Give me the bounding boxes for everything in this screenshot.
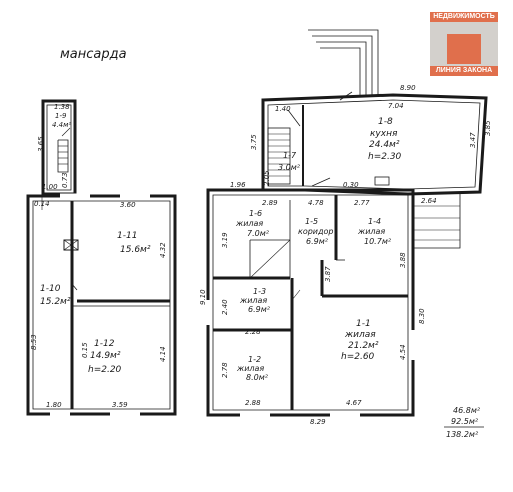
dim-label: 9.10 [199,289,207,305]
watermark-emblem-icon [447,34,481,64]
dim-label: 1.96 [230,181,246,189]
room-area: 6.9м² [306,237,328,246]
room-number: 1-2 [248,355,262,364]
dim-label: 2.64 [421,197,437,205]
room-height: h=2.30 [368,152,402,162]
room-number: 1-9 [55,112,67,120]
room-area: 15.2м² [40,297,71,307]
room-height: h=2.20 [88,365,122,375]
room-name: кухня [370,129,398,139]
room-area: 6.9м² [248,305,270,314]
room-number: 1-3 [253,287,267,296]
dim-label: 2.77 [354,199,370,207]
room-name: жилая [345,330,376,340]
room-area: 21.2м² [348,341,379,351]
dim-label: 3.19 [221,232,229,248]
dim-label: 4.54 [399,344,407,360]
dim-label: 1.38 [54,103,70,111]
dim-label: 2.40 [221,299,229,315]
room-name: жилая [236,219,264,228]
dim-label: 3.88 [399,252,407,268]
room-height: h=2.60 [341,352,375,362]
room-area: 7.0м² [247,229,269,238]
dim-label: 3.85 [484,120,492,136]
dim-label: 1.80 [46,401,62,409]
dim-label: 3.59 [112,401,128,409]
room-name: жилая [240,296,268,305]
dim-label: 2.89 [262,199,278,207]
room-area: 15.6м² [120,245,151,255]
dim-label: 8.53 [30,334,38,350]
room-area: 10.7м² [364,237,392,246]
dim-label: 1.40 [275,105,291,113]
room-area: 3.0м² [278,163,300,172]
main-house-outline [206,188,415,417]
room-number: 1-7 [283,151,297,160]
total-attic: 46.8м² [453,406,481,415]
room-area: 8.0м² [246,373,268,382]
total-overall: 138.2м² [446,430,479,439]
dim-label: 2.05 [263,170,271,186]
room-number: 1-12 [94,339,115,349]
dim-label: 7.04 [388,102,404,110]
dim-label: 0.14 [34,200,50,208]
dim-label: 4.32 [159,242,167,258]
dim-label: 4.78 [308,199,324,207]
dim-label: 0.15 [81,342,89,358]
room-area: 24.4м² [369,140,400,150]
room-number: 1-5 [305,217,319,226]
dim-label: 8.30 [418,308,426,324]
dim-label: 4.14 [159,346,167,362]
room-name: жилая [237,364,265,373]
dim-label: 3.65 [37,136,45,152]
room-number: 1-1 [356,319,371,329]
room-number: 1-4 [368,217,382,226]
page-title: мансарда [60,47,127,62]
dim-label: 3.87 [324,266,332,282]
dim-label: 8.29 [310,418,326,426]
watermark-logo: НЕДВИЖИМОСТЬ ЛИНИЯ ЗАКОНА [430,12,498,76]
room-number: 1-11 [117,231,138,241]
watermark-top-text: НЕДВИЖИМОСТЬ [430,12,498,22]
dim-label: 3.47 [469,132,477,148]
room-number: 1-6 [249,209,263,218]
room-number: 1-10 [40,284,61,294]
room-name: жилая [358,227,386,236]
attic-stairwell-wall [41,99,77,196]
room-number: 1-8 [378,117,393,127]
dim-label: 1.00 [42,183,58,191]
dim-label: 2.88 [245,399,261,407]
room-name: коридор [298,227,334,236]
watermark-bottom-text: ЛИНИЯ ЗАКОНА [430,66,498,76]
dim-label: 3.60 [120,201,136,209]
dim-label: 3.75 [250,134,258,150]
dim-label: 0.30 [343,181,359,189]
total-ground: 92.5м² [451,417,479,426]
dim-label: 8.90 [400,84,416,92]
room-area: 14.9м² [90,351,121,361]
dim-label: 4.67 [346,399,362,407]
room-area: 4.4м² [52,121,72,129]
dim-label: 2.78 [221,362,229,378]
dim-label: 0.73 [61,172,69,188]
dim-label: 2.28 [245,328,261,336]
